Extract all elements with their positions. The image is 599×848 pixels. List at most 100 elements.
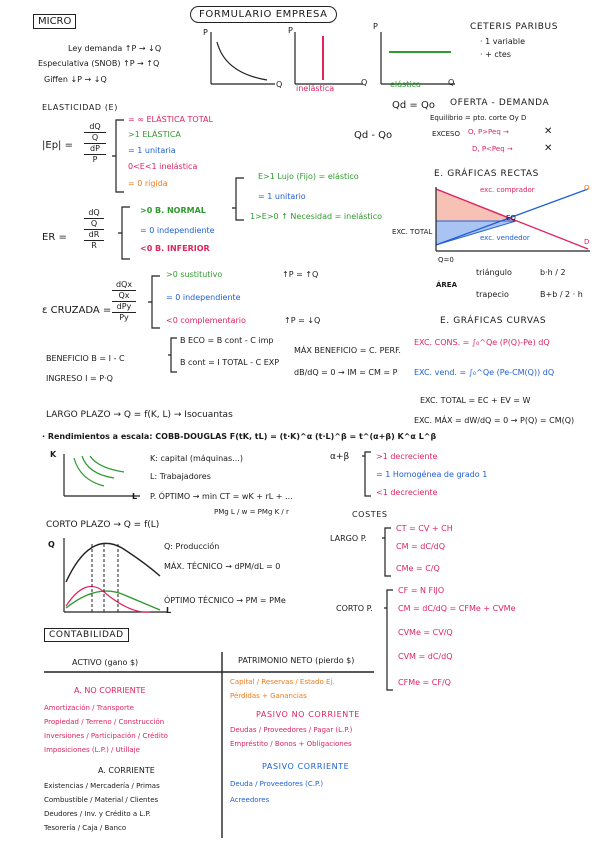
elasticity-title: ELASTICIDAD (E)	[42, 103, 118, 112]
elasticity-graphs	[210, 32, 455, 85]
frac-part: P	[84, 154, 106, 165]
curves-title: E. GRÁFICAS CURVAS	[440, 316, 547, 326]
label-inelastic: inelástica	[296, 84, 335, 93]
er-case: >0 B. NORMAL	[140, 206, 206, 215]
l-cme: CMe = C/Q	[396, 564, 440, 573]
sd-note: Equilibrio = pto. corte Oy D	[430, 114, 527, 122]
accounting-title: CONTABILIDAD	[44, 628, 129, 642]
exc-total-curve: EXC. TOTAL = EC + EV = W	[420, 396, 531, 405]
l-ct-text: CT = CV + CH	[396, 524, 453, 533]
cross-symbol: ε CRUZADA =	[42, 305, 112, 316]
axis-q: Q	[48, 540, 55, 549]
opt-tec: ÓPTIMO TÉCNICO → PM = PMe	[164, 596, 286, 605]
accounting-grid	[44, 652, 374, 838]
rend-case: <1 decreciente	[376, 488, 437, 497]
rend-case-text: = 1 Homogénea de grado 1	[376, 470, 488, 479]
exc-total: EXC. TOTAL	[392, 228, 433, 236]
c-cvm-text: CVM = dC/dQ	[398, 652, 453, 661]
sd-title: OFERTA - DEMANDA	[450, 98, 550, 108]
straight-graph	[435, 187, 590, 252]
exc-vendedor: exc. vendedor	[480, 234, 530, 242]
er-case: <0 B. INFERIOR	[140, 244, 210, 253]
straight-title: E. GRÁFICAS RECTAS	[434, 169, 539, 179]
rend-case-text: <1 decreciente	[376, 488, 438, 497]
axis-l: L	[132, 492, 138, 501]
sd-ex1: O, P>Peq →	[468, 128, 509, 136]
cross-note: ↑P = ↑Q	[282, 270, 319, 279]
frac-part: dPy	[112, 301, 136, 312]
exc-comprador: exc. comprador	[480, 186, 535, 194]
exc-vend: EXC. vend. = ∫₀^Qe (Pe-CM(Q)) dQ	[414, 368, 554, 377]
q0-label: Q=0	[438, 256, 454, 264]
p-no-corr: PASIVO NO CORRIENTE	[256, 710, 360, 719]
alpha-beta: α+β	[330, 452, 350, 462]
a-corr-item: Deudores / Inv. y Crédito a L.P.	[44, 810, 151, 818]
axis-p: P	[288, 26, 293, 35]
cross-note: ↑P = ↓Q	[284, 316, 321, 325]
area-label: ÁREA	[436, 281, 458, 289]
axis-q: Q	[361, 78, 368, 87]
page-title: MICRO	[33, 14, 77, 29]
d-label: D	[584, 238, 590, 246]
frac-part: dQ	[88, 208, 100, 217]
ep-case: = ∞ ELÁSTICA TOTAL	[128, 115, 213, 124]
cross-brace	[148, 275, 160, 329]
exc-max: EXC. MÁX = dW/dQ = 0 → P(Q) = CM(Q)	[414, 416, 575, 425]
deriv: dB/dQ = 0 → IM = CM = P	[294, 368, 398, 377]
axis-p: P	[373, 22, 378, 31]
rend-case-text: >1 decreciente	[376, 452, 438, 461]
frac-part: Q	[84, 218, 104, 229]
isoquant-graph	[63, 454, 140, 497]
ep-symbol: |Ep| =	[42, 140, 73, 151]
l-ct: CT = CV + CH	[396, 524, 453, 533]
law-giffen: Giffen ↓P → ↓Q	[44, 75, 107, 84]
short-run-title: CORTO PLAZO → Q = f(L)	[46, 520, 160, 530]
ceteris-item: · + ctes	[480, 50, 511, 59]
profit-brace	[168, 337, 177, 373]
ep-case: >1 ELÁSTICA	[128, 130, 181, 139]
label-elastic: elástica	[390, 80, 421, 89]
pn-item: Pérdidas + Ganancias	[230, 692, 307, 700]
p-corr-item: Acreedores	[230, 796, 270, 804]
axis-q: Q	[276, 80, 283, 89]
sd-ex2: D, P<Peq →	[472, 145, 513, 153]
ceteris-title: CETERIS PARIBUS	[470, 22, 559, 32]
optimo2: PMg L / w = PMg K / r	[214, 508, 289, 516]
c-cvme-text: CVMe = CV/Q	[398, 628, 453, 637]
max-beneficio: MÁX BENEFICIO = C. PERF.	[294, 346, 401, 355]
o-label: O	[584, 184, 590, 192]
c-cm: CM = dC/dQ = CFMe + CVMe	[398, 604, 515, 613]
optimo: P. ÓPTIMO → min CT = wK + rL + ...	[150, 492, 293, 501]
frac-part: Q	[84, 132, 106, 143]
sd-excess: EXCESO	[432, 130, 460, 138]
cross-mark-icon: ✕	[544, 143, 553, 154]
max-tec: MÁX. TÉCNICO → dPM/dL = 0	[164, 562, 281, 571]
law-demand: Ley demanda ↑P → ↓Q	[68, 44, 162, 53]
er-brace	[118, 206, 130, 260]
c-cf: CF = N FIJO	[398, 586, 444, 595]
cross-fraction: dQx Qx dPy Py	[112, 280, 136, 323]
axis-q: Q	[448, 78, 455, 87]
pn-item: Capital / Reservas / Estado Ej.	[230, 678, 335, 686]
er-fraction: dQ Q dR R	[84, 208, 104, 251]
ep-case: = 1 unitaria	[128, 146, 176, 155]
er-sub: 1>E>0 ↑ Necesidad = inelástico	[250, 212, 383, 221]
exc-cons-text: EXC. CONS. = ∫₀^Qe (P(Q)-Pe) dQ	[414, 338, 550, 347]
ep-brace	[112, 119, 124, 193]
exc-cons: EXC. CONS. = ∫₀^Qe (P(Q)-Pe) dQ	[414, 338, 550, 347]
ep-case: 0<E<1 inelástica	[128, 162, 198, 171]
ep-fraction: dQ Q dP P	[84, 122, 106, 165]
c-cvm: CVM = dC/dQ	[398, 652, 452, 661]
long-run-title: LARGO PLAZO → Q = f(K, L) → Isocuantas	[46, 410, 233, 420]
exc-vend-text: EXC. vend. = ∫₀^Qe (Pe-CM(Q)) dQ	[414, 368, 555, 377]
frac-part: dR	[84, 229, 104, 240]
a-corr-item: Combustible / Material / Clientes	[44, 796, 159, 804]
frac-part: dQ	[89, 122, 101, 131]
axis-k: K	[50, 450, 57, 459]
er-case: = 0 independiente	[140, 226, 215, 235]
patrimonio-header: PATRIMONIO NETO (pierdo $)	[238, 656, 355, 665]
short-costs-brace	[384, 589, 393, 691]
a-no-corr-item: Inversiones / Participación / Crédito	[44, 732, 168, 740]
eq-label: EQ	[506, 214, 516, 222]
c-cm-text: CM = dC/dQ = CFMe + CVMe	[398, 604, 516, 613]
